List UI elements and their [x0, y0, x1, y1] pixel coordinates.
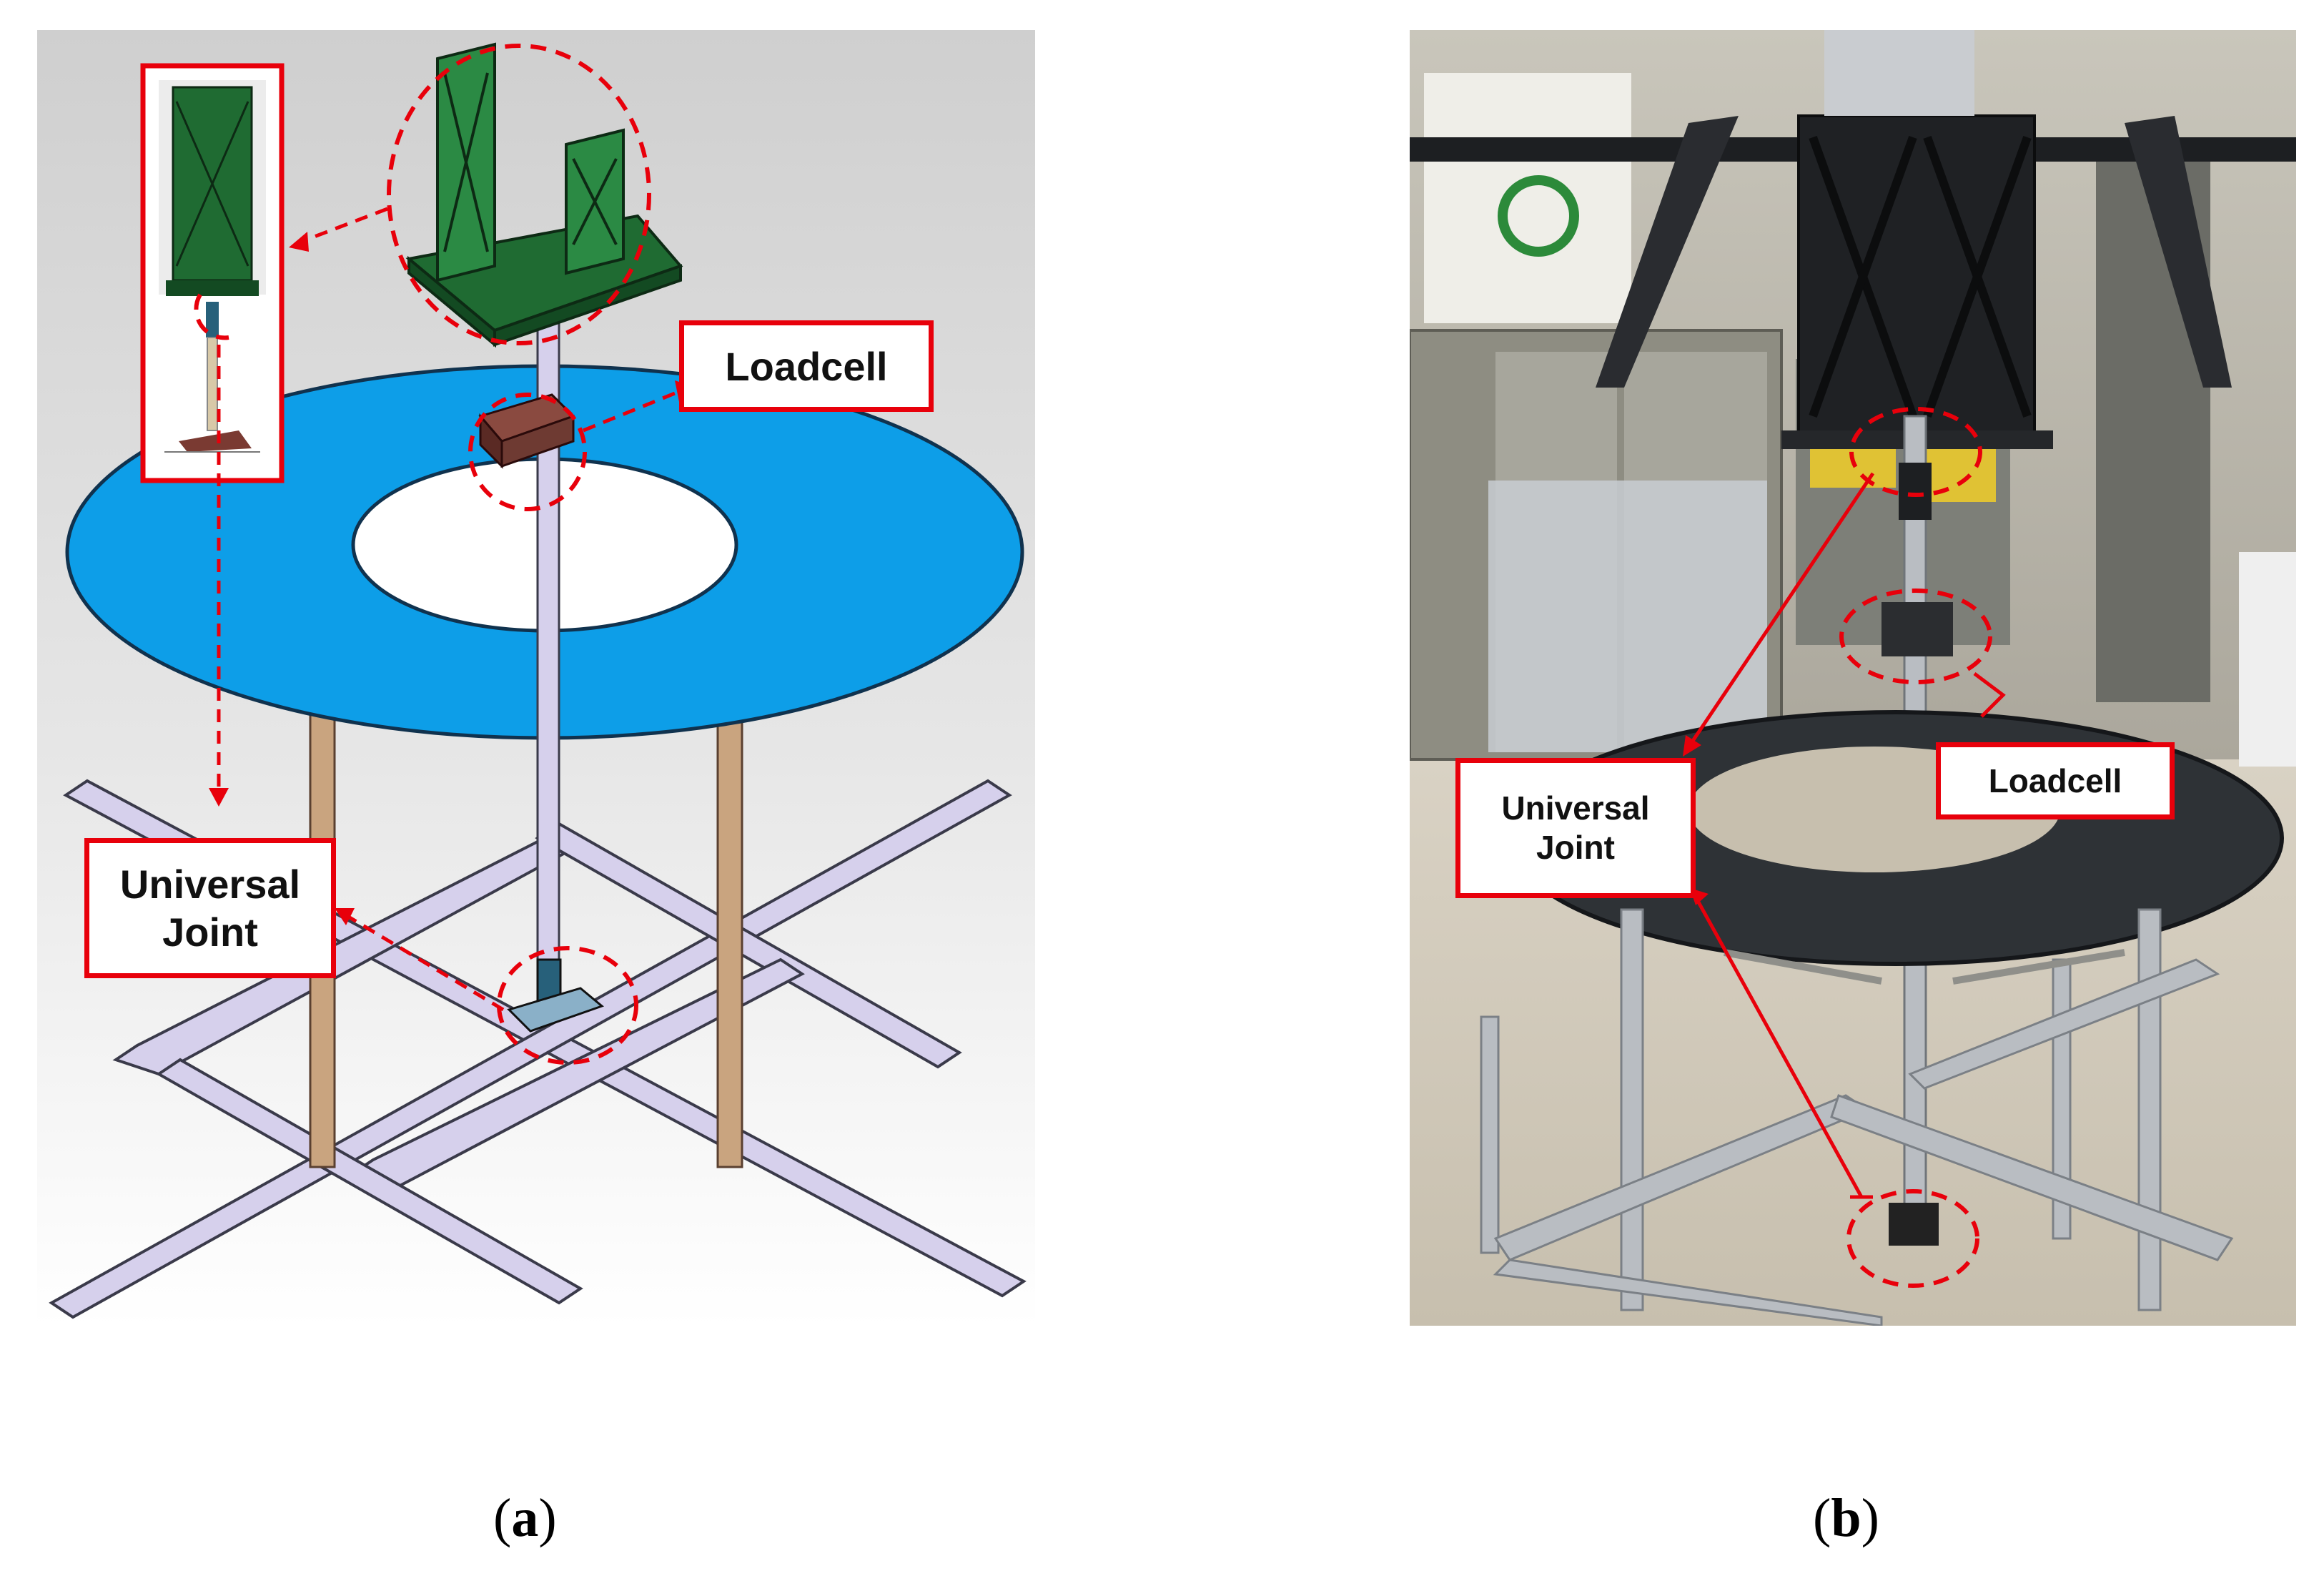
- loadcell-label-text: Loadcell: [725, 343, 888, 389]
- photo-panel: Loadcell Universal Joint: [1410, 30, 2296, 1326]
- cad-rendering-panel: Loadcell Universal Joint: [37, 30, 1035, 1327]
- loadcell-label-a: Loadcell: [679, 320, 934, 412]
- upper-coupling: [1899, 463, 1932, 520]
- loadcell-model: [478, 393, 575, 469]
- springs: [1724, 949, 2125, 985]
- caption-b: (b): [1813, 1488, 1879, 1548]
- test-rig-photo: [1410, 30, 2296, 1326]
- universal-joint-label-line2: Joint: [162, 910, 258, 955]
- loadcell-photo: [1882, 602, 1953, 656]
- universal-joint-photo: [1889, 1203, 1939, 1246]
- universal-joint-label-line1: Universal: [119, 861, 301, 907]
- drone-mount-frame: [405, 42, 683, 348]
- universal-joint-model: [507, 958, 604, 1033]
- loadcell-label-text: Loadcell: [1988, 762, 2122, 799]
- universal-joint-label-line2: Joint: [1536, 829, 1615, 866]
- inset-frame: [140, 63, 285, 483]
- callout-arrows: [217, 207, 683, 1012]
- caption-a-letter: a: [511, 1488, 539, 1548]
- highlight-circles: [194, 44, 651, 1065]
- inset-detail: [143, 66, 282, 481]
- caption-b-letter: b: [1831, 1488, 1861, 1548]
- cad-test-rig-drawing: [37, 30, 1035, 1327]
- loadcell-label-b: Loadcell: [1936, 742, 2175, 819]
- floor-frame: [49, 779, 1027, 1319]
- universal-joint-label-b: Universal Joint: [1455, 758, 1696, 898]
- drone-frame-photo: [1410, 30, 2296, 449]
- aluminum-frame: [1480, 908, 2234, 1326]
- highlight-circles-photo: [1839, 407, 1992, 1288]
- caption-a: (a): [493, 1488, 557, 1548]
- universal-joint-label-a: Universal Joint: [84, 838, 336, 978]
- universal-joint-label-line1: Universal: [1501, 789, 1650, 827]
- callout-arrows-photo: [1688, 472, 2006, 1199]
